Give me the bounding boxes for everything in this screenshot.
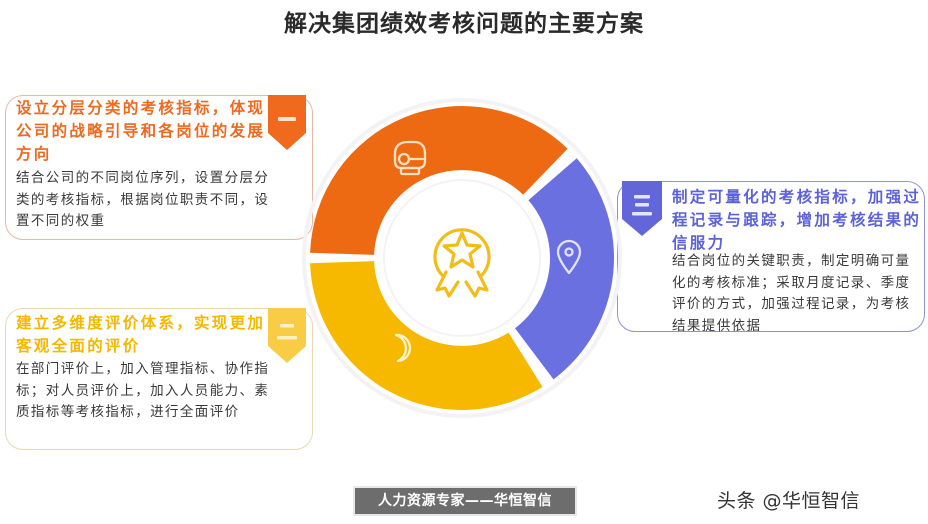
page-title: 解决集团绩效考核问题的主要方案 xyxy=(284,11,644,37)
card-1-body: 结合公司的不同岗位序列，设置分层分类的考核指标，根据岗位职责不同，设置不同的权重 xyxy=(16,170,270,229)
segment-orange xyxy=(310,106,568,255)
boxing-glove-icon xyxy=(393,140,427,176)
badge-number-3 xyxy=(622,180,662,236)
badge-number-2 xyxy=(268,307,306,363)
donut-diagram xyxy=(300,96,630,430)
author-tag: 人力资源专家——华恒智信 xyxy=(355,488,575,514)
award-medal-icon xyxy=(433,228,491,298)
segment-yellow xyxy=(310,261,543,410)
solution-card-3: 制定可量化的考核指标，加强过程记录与跟踪，增加考核结果的信服力 结合岗位的关键职… xyxy=(617,180,925,334)
solution-card-2: 建立多维度评价体系，实现更加客观全面的评价 在部门评价上，加入管理指标、协作指标… xyxy=(5,307,313,450)
card-3-heading: 制定可量化的考核指标，加强过程记录与跟踪，增加考核结果的信服力 xyxy=(672,188,922,252)
card-3-body: 结合岗位的关键职责，制定明确可量化的考核标准；采取月度记录、季度评价的方式，加强… xyxy=(672,253,911,334)
card-2-body: 在部门评价上，加入管理指标、协作指标；对人员评价上，加入人员能力、素质指标等考核… xyxy=(16,361,270,420)
badge-number-1 xyxy=(268,94,306,150)
location-pin-icon xyxy=(556,239,582,275)
card-2-heading: 建立多维度评价体系，实现更加客观全面的评价 xyxy=(16,314,266,355)
watermark: 头条 @华恒智信 xyxy=(717,490,861,512)
card-1-heading: 设立分层分类的考核指标，体现公司的战略引导和各岗位的发展方向 xyxy=(16,99,266,163)
solution-card-1: 设立分层分类的考核指标，体现公司的战略引导和各岗位的发展方向 结合公司的不同岗位… xyxy=(5,94,313,240)
crescent-moon-icon xyxy=(394,333,412,363)
